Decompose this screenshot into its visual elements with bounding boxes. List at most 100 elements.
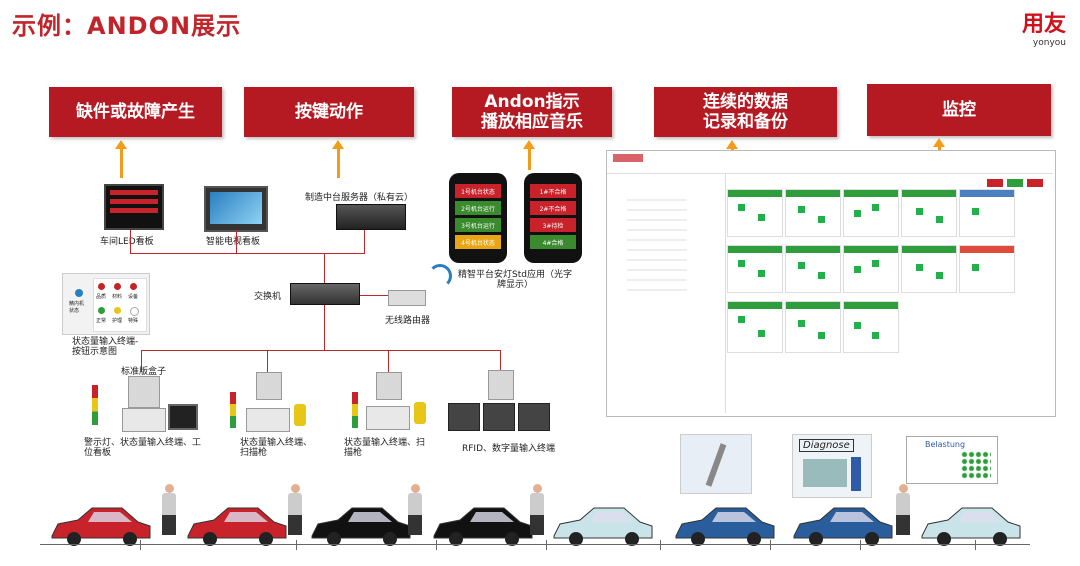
terminal-box-icon [246,408,290,432]
group2-label: 状态量输入终端、 扫描枪 [240,438,313,458]
machine-tile [843,301,899,353]
scanner-icon [294,404,306,426]
input-terminal-icon [488,370,514,400]
worker-icon [530,484,544,535]
dashboard-screenshot [606,150,1056,417]
divider [607,173,1053,174]
white-button-icon [130,307,139,316]
input-terminal-icon [256,372,282,400]
toolbar-indicator [1027,179,1043,187]
tree-panel [627,191,687,291]
phone-row: 3#待检 [530,218,576,232]
car-icon [187,507,287,546]
worker-icon [408,484,422,535]
divider [725,173,726,413]
arrow-up-icon [332,140,344,178]
arrow-up-icon [115,140,127,178]
worker-icon [288,484,302,535]
network-line [267,350,268,372]
terminal-box-icon [366,406,410,430]
button-label: 材料 [112,294,123,300]
station-board-icon [168,404,198,430]
brand-logo: 用友 yonyou [1021,12,1066,49]
phone-row: 1#不合格 [530,184,576,198]
diagnose-label: Diagnose [799,439,854,452]
stage-box-monitor: 监控 [867,84,1051,136]
network-line [364,230,365,254]
production-line [0,480,1080,566]
stage-box-button: 按键动作 [244,87,414,137]
phone-left: 1号机台状态 2号机台运行 3号机台运行 4号机台状态 [449,173,507,263]
machine-tile [727,245,783,293]
worker-icon [162,484,176,535]
green-button-icon [98,307,105,314]
stage-label: 缺件或故障产生 [76,102,195,122]
button-grid: 品质 材料 设备 正常 护理 特殊 [93,278,147,332]
button-label: 护理 [112,318,123,324]
button-label: 品质 [96,294,107,300]
machine-tile [901,245,957,293]
input-terminal-icon [128,376,160,408]
andon-tower-light-icon [230,392,236,428]
track-tick [436,540,437,550]
track-tick [975,540,976,550]
rfid-terminal-icon [448,403,480,431]
worker-icon [896,484,910,535]
led-board-label: 车间LED看板 [100,237,154,247]
network-line [130,253,365,254]
wifi-icon [428,264,452,288]
rfid-terminal-icon [518,403,550,431]
status-light-icon [75,289,83,297]
indicator-grid [961,451,991,479]
track-tick [296,540,297,550]
terminal-box-icon [122,408,166,432]
machine-tile [843,189,899,237]
phone-row: 2#不合格 [530,201,576,215]
machine-tile [727,189,783,237]
network-line [500,350,501,372]
switch-label: 交换机 [254,292,282,302]
brand-name: 用友 [1021,12,1066,37]
toolbar-indicator [1007,179,1023,187]
phone-right: 1#不合格 2#不合格 3#待检 4#合格 [524,173,582,263]
car-icon [553,507,653,546]
group1-label: 警示灯、状态量输入终端、工 位看板 [84,438,202,458]
machine-tile [959,245,1015,293]
network-line [130,230,131,254]
stage-box-andon: Andon指示 播放相应音乐 [452,87,612,137]
group4-label: RFID、数字量输入终端 [462,444,556,454]
stage-label: 连续的数据 记录和备份 [703,92,788,132]
network-line [356,295,388,296]
network-line [141,350,142,372]
server-icon [336,204,406,230]
scanner-icon [414,402,426,424]
arrow-up-icon [523,140,535,170]
track-tick [660,540,661,550]
phone-row: 4#合格 [530,235,576,249]
car-icon [675,507,775,546]
network-line [236,230,237,254]
phone-row: 3号机台运行 [455,218,501,232]
network-line [141,350,501,351]
group3-label: 状态量输入终端、扫 描枪 [344,438,426,458]
car-icon [433,507,533,546]
switch-icon [290,283,360,305]
red-button-icon [130,283,137,290]
input-terminal-icon [376,372,402,400]
machine-tile [785,301,841,353]
stage-box-fault: 缺件或故障产生 [49,87,222,137]
dashboard-logo-icon [613,154,643,162]
phone-row: 4号机台状态 [455,235,501,249]
machine-tile [901,189,957,237]
andon-tower-light-icon [352,392,358,428]
std-box-label: 标准版盒子 [121,367,167,377]
machine-tile [727,301,783,353]
rfid-terminal-icon [483,403,515,431]
app-label: 精智平台安灯Std应用（光字 牌显示） [458,270,572,290]
phone-row: 2号机台运行 [455,201,501,215]
conveyor-track [40,544,1030,545]
smart-tv-icon [204,186,268,232]
smart-tv-label: 智能电视看板 [206,237,261,247]
machine-tile [785,245,841,293]
server-label: 制造中台服务器（私有云） [305,193,414,203]
